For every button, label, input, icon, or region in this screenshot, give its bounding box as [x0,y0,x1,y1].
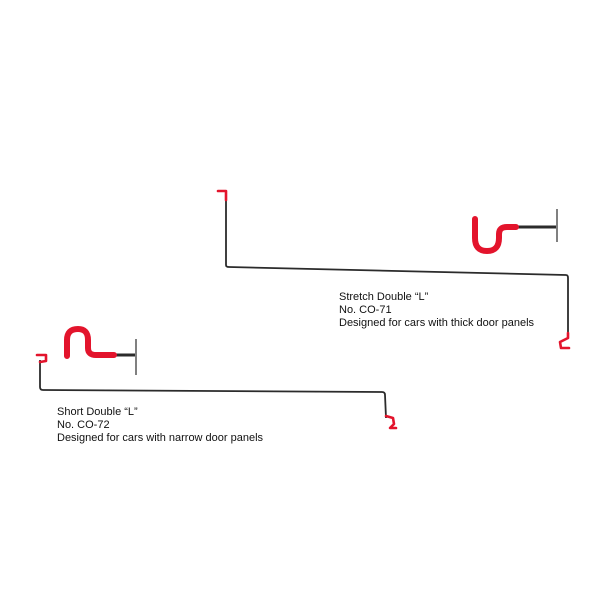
short-tool-top-hook [35,353,48,364]
product-number: No. CO-71 [339,304,392,316]
product-description: Designed for cars with thick door panels [339,317,535,329]
stretch-double-l-caption: Stretch Double “L” No. CO-71 Designed fo… [339,291,534,330]
stretch-tool-handle-detail [472,209,558,254]
short-double-l-tool [35,326,398,430]
product-name: Stretch Double “L” [339,291,429,303]
short-double-l-caption: Short Double “L” No. CO-72 Designed for … [57,406,263,445]
short-tool-rod [39,360,387,419]
product-name: Short Double “L” [57,406,138,418]
stretch-tool-bottom-hook [558,331,571,350]
short-tool-handle-detail [64,326,137,375]
stretch-tool-rod [225,198,569,335]
stretch-double-l-tool [216,189,571,350]
stretch-tool-top-hook [216,189,228,202]
product-number: No. CO-72 [57,419,110,431]
product-description: Designed for cars with narrow door panel… [57,432,264,444]
short-tool-bottom-hook [384,414,398,430]
